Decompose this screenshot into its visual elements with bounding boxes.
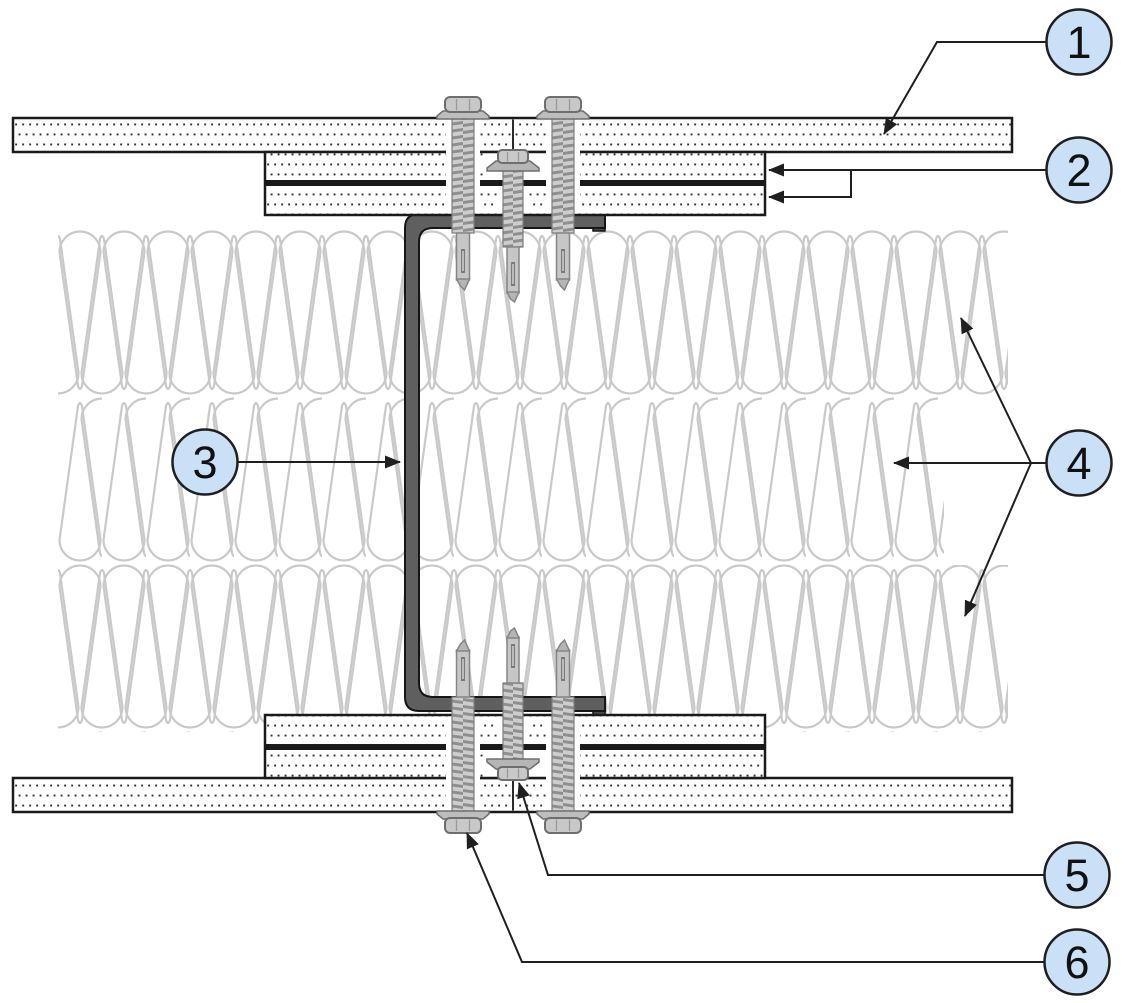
leader-line-4-up <box>960 317 1032 464</box>
callout-number: 4 <box>1066 438 1091 489</box>
leader-lines <box>237 41 1047 963</box>
callout-circle <box>1043 841 1111 909</box>
callout-number: 6 <box>1064 937 1089 988</box>
steel-spacer-profile <box>404 213 606 716</box>
callout-circle <box>1045 429 1113 497</box>
callout-number: 2 <box>1066 145 1091 196</box>
callout-1: 1 <box>1045 8 1113 76</box>
callout-circle <box>1045 136 1113 204</box>
callout-4: 4 <box>1045 429 1113 497</box>
leader-line-6 <box>466 832 1045 963</box>
callout-number: 5 <box>1064 850 1089 901</box>
leader-line-1 <box>883 41 1047 135</box>
callout-circle <box>1045 8 1113 76</box>
callout-balloons: 1 2 3 4 5 6 <box>171 8 1113 996</box>
callout-5: 5 <box>1043 841 1111 909</box>
callout-6: 6 <box>1043 928 1111 996</box>
leader-line-5 <box>517 782 1045 876</box>
callout-3: 3 <box>171 428 239 496</box>
callout-circle <box>171 428 239 496</box>
callout-number: 3 <box>192 437 217 488</box>
callout-number: 1 <box>1066 17 1091 68</box>
callout-circle <box>1043 928 1111 996</box>
leader-line-4-down <box>964 462 1032 617</box>
leader-line-2b <box>768 170 852 204</box>
steel-web-and-flanges <box>404 213 606 712</box>
callout-2: 2 <box>1045 136 1113 204</box>
